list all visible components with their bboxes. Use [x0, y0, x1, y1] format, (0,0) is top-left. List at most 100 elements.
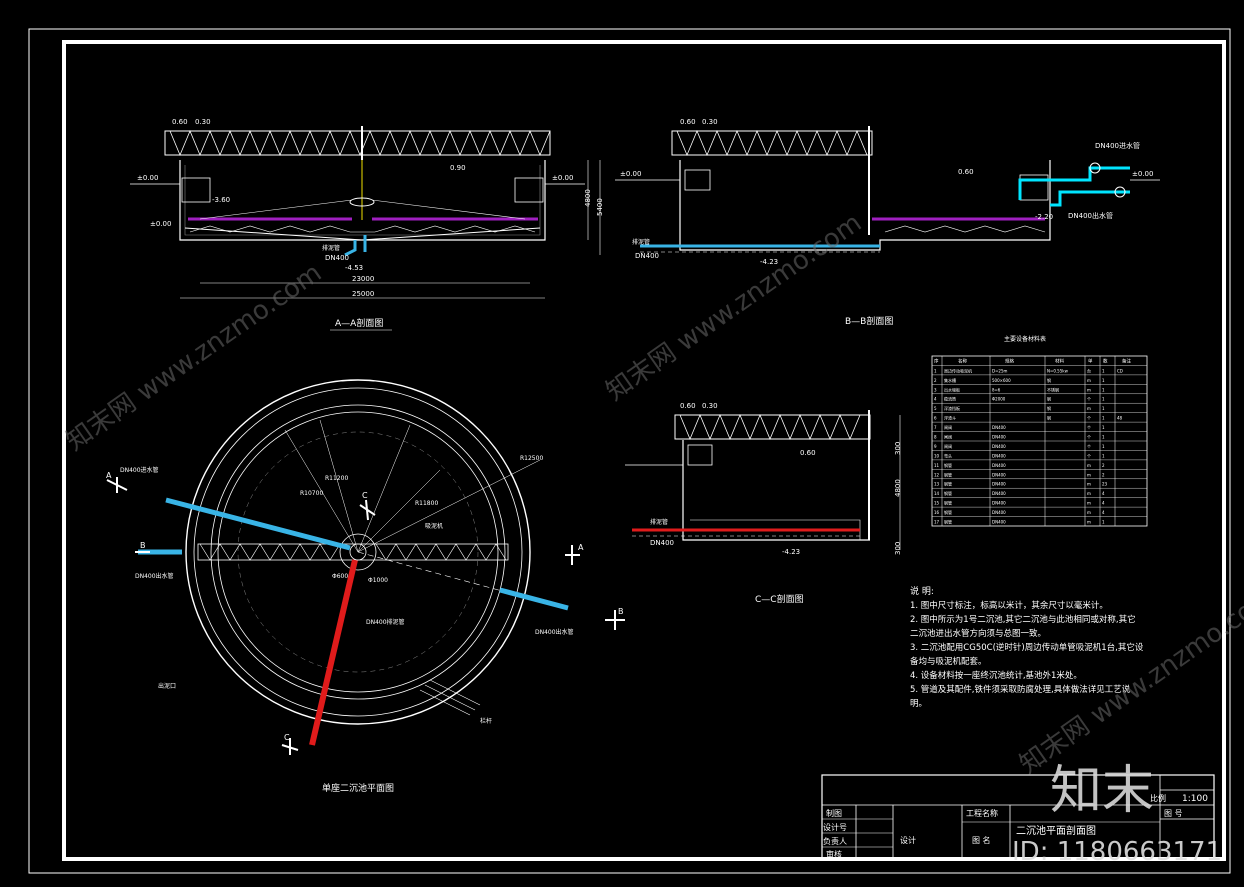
table-cell: m — [1087, 491, 1091, 496]
table-cell: 3 — [934, 387, 937, 392]
table-cell: 个 — [1087, 416, 1091, 421]
notes-line-5: 备均与吸泥机配套。 — [910, 656, 987, 667]
table-cell: 10 — [934, 453, 940, 458]
table-cell: 8 — [934, 435, 937, 440]
cc-dim-4: 4800 — [894, 479, 902, 497]
cc-dim-1: 0.60 — [680, 402, 696, 410]
table-cell: m — [1087, 520, 1091, 525]
table-cell: 个 — [1087, 425, 1091, 430]
table-cell: DN400 — [992, 501, 1006, 506]
plan-label-phi1000: Φ1000 — [368, 577, 388, 584]
table-cell: m — [1087, 482, 1091, 487]
notes-heading: 说 明: — [910, 585, 934, 597]
table-cell: 1 — [1102, 453, 1105, 458]
table-cell: DN400 — [992, 463, 1006, 468]
table-cell: 1 — [1102, 397, 1105, 402]
cc-dim-2: 0.30 — [702, 402, 718, 410]
table-cell: 15 — [934, 501, 940, 506]
bb-dim-8: DN400 — [635, 252, 659, 260]
table-cell: 钢管 — [944, 490, 952, 496]
notes-line-3: 二沉池进出水管方向须与总图一致。 — [910, 628, 1046, 639]
table-cell: 1 — [1102, 368, 1105, 373]
cc-dim-8: 300 — [894, 542, 902, 555]
table-cell: 个 — [1087, 444, 1091, 449]
table-cell: 4 — [1102, 510, 1105, 515]
notes: 说 明: 1. 图中尺寸标注，标高以米计，其余尺寸以毫米计。 2. 图中所示为1… — [910, 585, 1144, 709]
table-cell: 23 — [1102, 482, 1108, 487]
watermark: 知末网 www.znzmo.com 知末网 www.znzmo.com 知末网 … — [61, 208, 1244, 867]
table-cell: 1 — [1102, 425, 1105, 430]
tb-review: 审核 — [826, 849, 842, 859]
bb-dim-2: 0.30 — [702, 118, 718, 126]
plan-label-inlet: DN400进水管 — [120, 466, 159, 474]
plan-title: 单座二沉池平面图 — [322, 782, 394, 794]
plan-label-r2: R11200 — [325, 475, 348, 482]
table-header-cell: 序 — [934, 357, 939, 364]
equipment-table-title: 主要设备材料表 — [1004, 335, 1046, 343]
bb-dim-6: -2.20 — [1035, 213, 1053, 221]
table-cell: 闸阀 — [944, 443, 952, 449]
section-aa: 0.60 0.30 ±0.00 ±0.00 -3.60 0.90 ±0.00 -… — [130, 118, 604, 331]
table-header-cell: 单 — [1088, 357, 1093, 364]
table-cell: DN400 — [992, 453, 1006, 458]
table-header-cell: 备注 — [1122, 357, 1131, 364]
table-cell: 钢管 — [944, 509, 952, 515]
table-cell: δ=6 — [992, 387, 1001, 392]
table-cell: 钢 — [1047, 405, 1051, 411]
table-cell: 6 — [934, 416, 937, 421]
table-cell: 不锈钢 — [1047, 386, 1059, 392]
table-cell: D=25m — [992, 368, 1008, 373]
table-cell: 1 — [1102, 520, 1105, 525]
table-cell: m — [1087, 510, 1091, 515]
plan-mark-c1: C — [362, 491, 368, 500]
table-cell: 台 — [1087, 367, 1091, 373]
table-cell: 2 — [934, 378, 937, 383]
table-cell: 钢 — [1047, 396, 1051, 402]
watermark-repeat-2: 知末网 www.znzmo.com — [601, 208, 867, 407]
table-cell: 钢管 — [944, 519, 952, 525]
table-cell: 钢管 — [944, 462, 952, 468]
cc-dim-5: 300 — [894, 442, 902, 455]
table-cell: 1 — [934, 368, 937, 373]
section-bb: 0.60 0.30 ±0.00 0.60 ±0.00 -2.20 -4.23 D… — [615, 118, 1160, 327]
table-header-cell: 数 — [1103, 357, 1108, 364]
watermark-repeat-1: 知末网 www.znzmo.com — [61, 258, 327, 457]
table-cell: 1 — [1102, 435, 1105, 440]
cc-dim-6: -4.23 — [782, 548, 800, 556]
cc-pipe-label: 排泥管 — [650, 518, 668, 526]
table-cell: 个 — [1087, 435, 1091, 440]
table-cell: 浮渣挡板 — [944, 405, 960, 411]
table-cell: m — [1087, 463, 1091, 468]
aa-dim-2: 0.30 — [195, 118, 211, 126]
table-cell: 闸阀 — [944, 424, 952, 430]
tb-design-check: 设计号 — [823, 822, 847, 832]
plan-label-scraper: 吸泥机 — [425, 522, 443, 530]
tb-design: 设计 — [900, 835, 916, 845]
table-cell: 钢 — [1047, 377, 1051, 383]
table-cell: 2 — [1102, 472, 1105, 477]
tb-drawing-name-label: 图 名 — [972, 835, 991, 845]
table-cell: 2 — [1102, 463, 1105, 468]
table-cell: 1 — [1102, 416, 1105, 421]
table-cell: 4 — [1102, 501, 1105, 506]
tb-draw: 制图 — [826, 808, 842, 818]
table-cell: 1 — [1102, 406, 1105, 411]
cc-dim-3: 0.60 — [800, 449, 816, 457]
notes-line-2: 2. 图中所示为1号二沉池,其它二沉池与此池相同或对称,其它 — [910, 614, 1136, 625]
aa-dim-5: -3.60 — [212, 196, 230, 204]
table-cell: DN400 — [992, 472, 1006, 477]
notes-line-6: 4. 设备材料按一座终沉池统计,基池外1米处。 — [910, 670, 1082, 681]
table-cell: 12 — [934, 472, 940, 477]
table-cell: DN400 — [992, 444, 1006, 449]
bb-dim-7: -4.23 — [760, 258, 778, 266]
notes-line-1: 1. 图中尺寸标注，标高以米计，其余尺寸以毫米计。 — [910, 600, 1108, 611]
table-cell: 9 — [934, 444, 937, 449]
table-cell: 13 — [934, 482, 940, 487]
table-cell: m — [1087, 378, 1091, 383]
plan-mark-b1: B — [618, 607, 624, 616]
table-header-cell: 规格 — [1005, 357, 1014, 364]
table-header-cell: 材料 — [1055, 357, 1064, 364]
aa-dim-8: -4.53 — [345, 264, 363, 272]
table-cell: N=0.55kw — [1047, 368, 1069, 373]
aa-pipe-label: 排泥管 — [322, 244, 340, 252]
